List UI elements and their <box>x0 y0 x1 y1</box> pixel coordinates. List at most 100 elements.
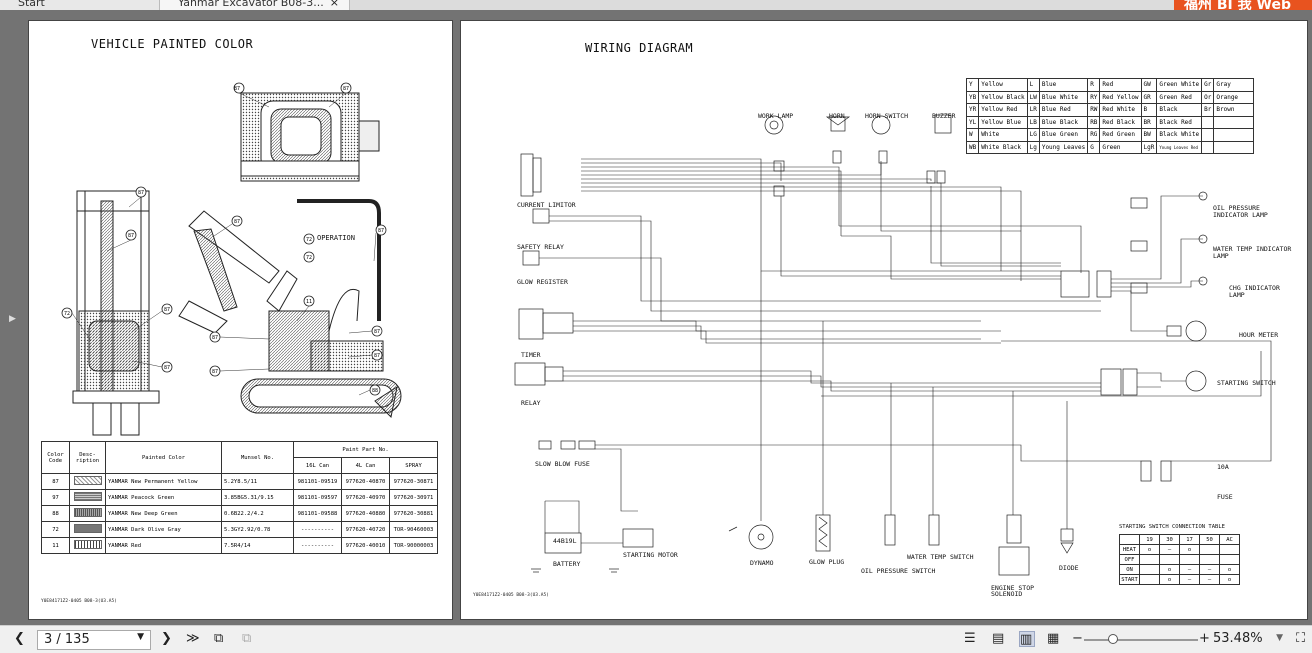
wire-code: Lg <box>1026 140 1040 154</box>
last-page-icon[interactable]: ≫ <box>186 631 200 646</box>
wire-code <box>1201 128 1215 142</box>
swatch-icon <box>73 476 102 485</box>
wire-color-name: Black <box>1156 103 1203 117</box>
header-4l: 4L Can <box>341 457 390 474</box>
copy-view-icon[interactable]: ⧉ <box>242 631 252 646</box>
cell-spray: 977620-30871 <box>389 473 438 490</box>
status-bar: ❮ 3 / 135 ▼ ❯ ≫ ⧉ ⧉ ☰ ▤ ▥ ▦ − + 53.48% ▼… <box>0 625 1312 653</box>
cell-spray: TOR-90460003 <box>389 521 438 538</box>
table-row: 72 YANMAR Dark Olive Gray 5.3GY2.92/0.78… <box>41 521 438 538</box>
wire-code: Gr <box>1201 78 1215 92</box>
wire-color-name: Young Leaves <box>1038 140 1089 154</box>
two-page-icon[interactable]: ▥ <box>1019 631 1035 647</box>
continuous-page-icon[interactable]: ▤ <box>992 631 1005 646</box>
label-starting-motor: STARTING MOTOR <box>623 551 678 559</box>
wire-code: RG <box>1087 128 1101 142</box>
ssct-title: STARTING SWITCH CONNECTION TABLE <box>1119 524 1225 530</box>
wire-code: GR <box>1140 90 1158 104</box>
wire-code: LR <box>1026 103 1040 117</box>
wire-color-name: Red <box>1099 78 1142 92</box>
table-row: 87 YANMAR New Permanent Yellow 5.2Y8.5/1… <box>41 473 438 490</box>
callout-87: 87 <box>212 335 218 341</box>
ssct-col: 30 <box>1159 534 1180 545</box>
label-relay: RELAY <box>521 399 541 407</box>
single-page-icon[interactable]: ☰ <box>964 631 976 646</box>
callout-87: 87 <box>164 307 170 313</box>
tab-start[interactable]: Start <box>0 0 160 10</box>
wire-code: YB <box>965 90 980 104</box>
ssct-corner <box>1119 534 1140 545</box>
zoom-slider[interactable] <box>1084 634 1198 644</box>
cell-code: 72 <box>41 521 70 538</box>
wire-color-name: Yellow Black <box>978 90 1028 104</box>
ssct-row: ON <box>1119 564 1140 575</box>
page-indicator: 3 / 135 <box>44 632 90 647</box>
ssct-col: 50 <box>1199 534 1220 545</box>
cell-16l: 981101-09519 <box>293 473 342 490</box>
wire-code: LB <box>1026 115 1040 129</box>
callout-87: 87 <box>128 233 134 239</box>
wire-code: YL <box>965 115 980 129</box>
zoom-in-icon[interactable]: + <box>1199 631 1210 646</box>
sidebar-toggle-icon[interactable]: ▶ <box>9 314 16 324</box>
wire-color-name: Green Red <box>1156 90 1203 104</box>
wire-color-name: Gray <box>1213 78 1255 92</box>
label-starting-switch: STARTING SWITCH <box>1217 379 1276 387</box>
fullscreen-icon[interactable]: ⛶ <box>1296 631 1306 646</box>
cell-4l: 977620-40720 <box>341 521 390 538</box>
header-color-code: Color Code <box>41 441 70 474</box>
header-spray: SPRAY <box>389 457 438 474</box>
callout-87: 87 <box>234 219 240 225</box>
prev-page-icon[interactable]: ❮ <box>14 631 25 646</box>
label-fuse: FUSE <box>1217 493 1233 501</box>
page-wiring-diagram: WIRING DIAGRAM <box>460 20 1308 620</box>
close-icon[interactable]: × <box>329 0 339 9</box>
wire-code: Y <box>965 78 980 92</box>
wire-code: B <box>1140 103 1158 117</box>
wire-color-name <box>1213 115 1255 129</box>
page-select[interactable]: 3 / 135 ▼ <box>37 630 151 650</box>
wire-code: LgR <box>1140 140 1158 154</box>
swatch-icon <box>73 492 102 501</box>
rotate-view-icon[interactable]: ⧉ <box>214 631 224 646</box>
cell-color: YANMAR Dark Olive Gray <box>105 521 222 538</box>
cell-munsel: 3.85BG5.31/9.15 <box>221 489 294 506</box>
swatch-icon <box>73 540 102 549</box>
wire-code: Br <box>1201 103 1215 117</box>
label-current-limitor: CURRENT LIMITOR <box>517 201 576 209</box>
zoom-out-icon[interactable]: − <box>1072 631 1083 646</box>
wire-color-name: Red White <box>1099 103 1142 117</box>
header-paint-part: Paint Part No. <box>293 441 438 458</box>
tab-document[interactable]: Yanmar Excavator B08-3... × <box>160 0 350 10</box>
wire-color-name: Red Yellow <box>1099 90 1142 104</box>
next-page-icon[interactable]: ❯ <box>161 631 172 646</box>
paint-table: Color Code Desc-ription Painted Color Mu… <box>41 441 438 554</box>
wire-code: BW <box>1140 128 1158 142</box>
wire-code: G <box>1087 140 1101 154</box>
two-page-continuous-icon[interactable]: ▦ <box>1047 631 1060 646</box>
promo-banner[interactable]: 福州 BI 我 Web <box>1174 0 1312 10</box>
wire-color-name: Yellow Blue <box>978 115 1028 129</box>
label-oil-pressure-switch: OIL PRESSURE SWITCH <box>861 567 936 575</box>
tab-start-label: Start <box>18 0 45 9</box>
zoom-slider-handle[interactable] <box>1108 634 1118 644</box>
label-horn: HORN <box>829 112 845 120</box>
wire-color-name: Green White <box>1156 78 1203 92</box>
callout-72: 72 <box>306 237 312 243</box>
callout-88: 88 <box>372 388 378 394</box>
cell-16l: ---------- <box>293 521 342 538</box>
wire-code: BR <box>1140 115 1158 129</box>
callout-72: 72 <box>306 255 312 261</box>
label-battery: BATTERY <box>553 560 581 568</box>
table-row: 88 YANMAR New Deep Green 0.6B22.2/4.2 98… <box>41 505 438 522</box>
wires <box>539 158 1272 544</box>
callout-72: 72 <box>64 311 70 317</box>
table-row: 97 YANMAR Peacock Green 3.85BG5.31/9.15 … <box>41 489 438 506</box>
cell-code: 87 <box>41 473 70 490</box>
cell-code: 97 <box>41 489 70 506</box>
cell-munsel: 5.3GY2.92/0.78 <box>221 521 294 538</box>
zoom-select[interactable]: 53.48% ▼ <box>1211 630 1289 650</box>
